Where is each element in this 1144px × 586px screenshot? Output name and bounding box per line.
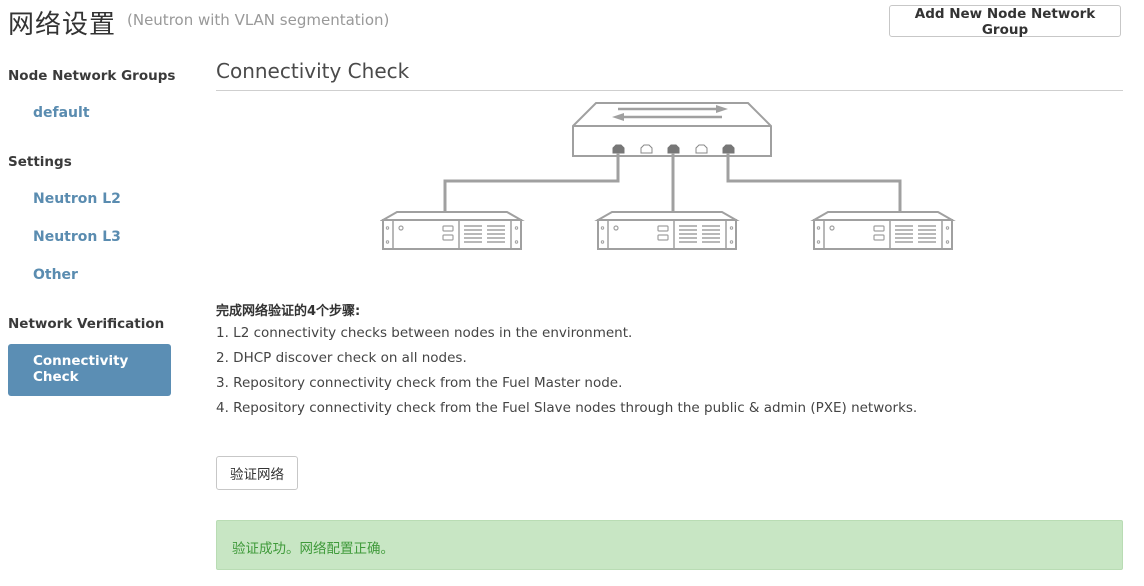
section-title: Connectivity Check <box>216 59 410 83</box>
sidebar-item-neutron-l2[interactable]: Neutron L2 <box>33 191 121 207</box>
page-title: 网络设置 <box>8 10 117 40</box>
network-diagram <box>380 102 953 250</box>
step-item: 4. Repository connectivity check from th… <box>216 400 918 416</box>
step-item: 1. L2 connectivity checks between nodes … <box>216 325 633 341</box>
network-cables <box>443 153 902 212</box>
section-divider <box>216 90 1123 91</box>
server-node-icon <box>597 211 737 250</box>
sidebar-heading-settings: Settings <box>8 154 72 170</box>
step-item: 3. Repository connectivity check from th… <box>216 375 623 391</box>
sidebar-heading-node-network-groups: Node Network Groups <box>8 68 176 84</box>
sidebar-item-other[interactable]: Other <box>33 267 78 283</box>
steps-heading: 完成网络验证的4个步骤: <box>216 304 361 319</box>
verification-success-alert: 验证成功。网络配置正确。 <box>216 520 1123 570</box>
network-switch-icon <box>572 102 772 157</box>
server-node-icon <box>813 211 953 250</box>
add-node-network-group-button[interactable]: Add New Node Network Group <box>889 5 1121 38</box>
server-node-icon <box>380 211 525 250</box>
page-subtitle: (Neutron with VLAN segmentation) <box>127 11 390 29</box>
verify-network-button[interactable]: 验证网络 <box>216 456 298 490</box>
sidebar-heading-network-verification: Network Verification <box>8 316 165 332</box>
sidebar-item-connectivity-check[interactable]: Connectivity Check <box>8 344 171 396</box>
step-item: 2. DHCP discover check on all nodes. <box>216 350 467 366</box>
sidebar-item-default[interactable]: default <box>33 105 90 121</box>
sidebar-item-neutron-l3[interactable]: Neutron L3 <box>33 229 121 245</box>
